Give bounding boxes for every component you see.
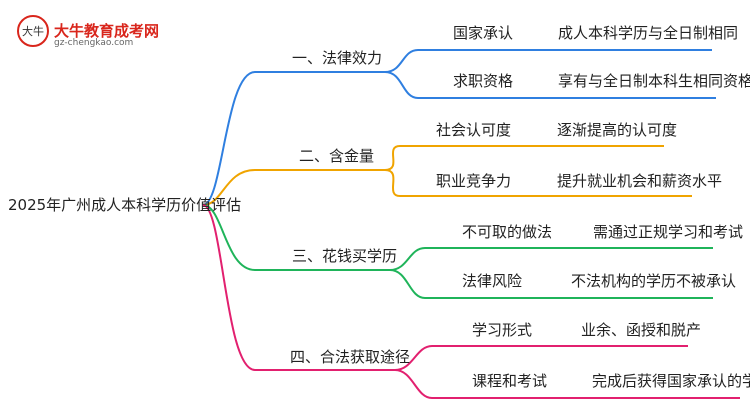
branch-2-connector: [202, 169, 385, 206]
branch-3-connector: [202, 204, 390, 271]
branch-4-child-1-detail: 业余、函授和脱产: [581, 321, 702, 339]
branch-4-label: 四、合法获取途径: [290, 348, 411, 366]
branch-3-child-2-connector: [389, 269, 713, 299]
branch-1-child-2-detail: 享有与全日制本科生相同资格: [558, 72, 750, 90]
branch-3-label: 三、花钱买学历: [292, 247, 398, 265]
branch-1-child-1-detail: 成人本科学历与全日制相同: [558, 24, 739, 42]
branch-2-child-1-connector: [384, 145, 664, 171]
logo-site-name: 大牛教育成考网: [54, 22, 160, 40]
branch-4-child-2-detail: 完成后获得国家承认的学历: [592, 372, 750, 390]
logo-mark-text: 大牛: [22, 24, 44, 38]
branch-3-child-1-label: 不可取的做法: [462, 223, 553, 241]
branch-1-connector: [202, 71, 385, 206]
branch-2-label: 二、含金量: [299, 147, 375, 165]
branch-1-child-2-label: 求职资格: [453, 72, 514, 90]
branch-4-child-2-label: 课程和考试: [472, 372, 548, 390]
branch-2-child-2-connector: [384, 169, 692, 197]
branch-2-child-2-detail: 提升就业机会和薪资水平: [557, 172, 723, 190]
branch-2-child-1-detail: 逐渐提高的认可度: [557, 121, 678, 139]
branch-3-child-2-label: 法律风险: [462, 272, 523, 290]
branch-4-connector: [202, 204, 395, 371]
branch-3-child-2-detail: 不法机构的学历不被承认: [571, 272, 737, 290]
branch-1-child-1-connector: [384, 49, 712, 73]
root-topic: 2025年广州成人本科学历价值评估: [8, 196, 242, 214]
branch-1-child-1-label: 国家承认: [453, 24, 514, 42]
branch-2-child-1-label: 社会认可度: [436, 121, 512, 139]
branch-1-child-2-connector: [384, 71, 716, 99]
branch-3-child-1-detail: 需通过正规学习和考试: [593, 223, 744, 241]
branch-4-child-1-label: 学习形式: [472, 321, 533, 339]
logo-mark-icon: 大牛: [17, 15, 49, 47]
branch-4-child-2-connector: [394, 369, 740, 399]
branch-3-child-1-connector: [389, 247, 713, 271]
branch-1-label: 一、法律效力: [292, 49, 383, 67]
branch-2-child-2-label: 职业竞争力: [436, 172, 512, 190]
branch-4-child-1-connector: [394, 345, 688, 371]
logo-url: gz-chengkao.com: [54, 38, 134, 48]
site-logo: 大牛 大牛教育成考网 gz-chengkao.com: [14, 12, 159, 52]
